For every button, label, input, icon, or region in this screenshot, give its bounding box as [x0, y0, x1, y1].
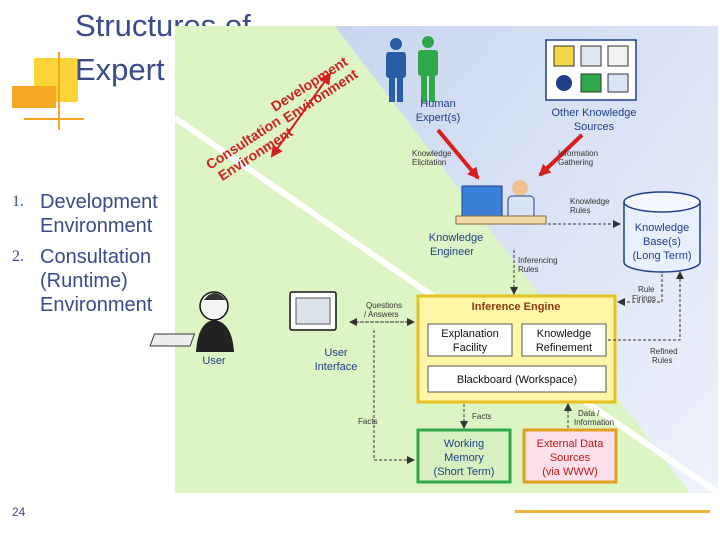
questions-answers-1: Questions: [366, 301, 402, 310]
human-expert-label-1: Human: [420, 98, 455, 110]
bullet-list: 1. Development Environment 2. Consultati…: [4, 190, 158, 324]
knowledge-engineer-icon: [455, 180, 547, 225]
external-data-3: (via WWW): [542, 466, 598, 478]
knowledge-refinement-2: Refinement: [536, 342, 592, 354]
env-arrow-down: [270, 73, 331, 158]
computer-icon: [149, 291, 337, 347]
arrow-elicitation: [436, 128, 480, 180]
arrow-rule-firings: [617, 274, 663, 306]
development-region: [335, 26, 718, 493]
list-item-line: Environment: [40, 294, 153, 316]
list-item: 2. Consultation (Runtime) Environment: [4, 245, 158, 317]
information-gathering-2: Gathering: [558, 158, 593, 167]
knowledge-engineer-label-1: Knowledge: [429, 232, 483, 244]
external-data-1: External Data: [537, 438, 605, 450]
list-item-line: Development: [40, 191, 158, 213]
footer-rule: [515, 510, 710, 513]
working-memory-1: Working: [444, 438, 484, 450]
blackboard-label: Blackboard (Workspace): [457, 374, 577, 386]
user-interface-1: User: [324, 347, 348, 359]
other-sources-label-1: Other Knowledge: [552, 107, 637, 119]
user-interface-2: Interface: [315, 361, 358, 373]
list-number: 2.: [12, 248, 24, 265]
facts-mid-label: Facts: [472, 412, 492, 421]
list-item: 1. Development Environment: [4, 190, 158, 238]
user-icon: [196, 291, 234, 352]
working-memory-box: [416, 428, 512, 484]
knowledge-elicitation-1: Knowledge: [412, 149, 452, 158]
arrow-refined-rules: [608, 271, 684, 341]
knowledge-engineer-label-2: Engineer: [430, 246, 474, 258]
data-information-1: Data /: [578, 409, 600, 418]
data-information-2: Information: [574, 418, 614, 427]
user-label: User: [202, 355, 226, 367]
knowledge-base-label-2: Base(s): [643, 236, 681, 248]
knowledge-base-label-1: Knowledge: [635, 222, 689, 234]
knowledge-rules-2: Rules: [570, 206, 590, 215]
rule-firings-2: Firings: [632, 294, 656, 303]
explanation-facility-2: Facility: [453, 342, 488, 354]
accent-line-vertical: [58, 52, 60, 130]
external-data-box: [522, 428, 618, 484]
questions-answers-2: / Answers: [364, 310, 399, 319]
external-data-2: Sources: [550, 452, 591, 464]
refined-rules-2: Rules: [652, 356, 672, 365]
list-item-line: (Runtime): [40, 270, 128, 292]
knowledge-base-label-3: (Long Term): [632, 250, 691, 262]
working-memory-3: (Short Term): [434, 466, 495, 478]
information-gathering-1: Information: [558, 149, 598, 158]
refined-rules-1: Refined: [650, 347, 678, 356]
inferencing-rules-2: Rules: [518, 265, 538, 274]
other-knowledge-sources-icon: [545, 39, 637, 101]
list-item-line: Environment: [40, 215, 153, 237]
rule-firings-1: Rule: [638, 285, 655, 294]
knowledge-refinement-1: Knowledge: [537, 328, 591, 340]
knowledge-refinement-box: [521, 323, 607, 357]
knowledge-rules-1: Knowledge: [570, 197, 610, 206]
knowledge-base-icon: [623, 191, 701, 273]
page-number: 24: [12, 505, 26, 519]
arrow-facts-left: [373, 330, 415, 464]
accent-line-horizontal: [24, 118, 84, 120]
inferencing-rules-1: Inferencing: [518, 256, 558, 265]
blackboard-box: [427, 365, 607, 393]
facts-left-label: Facts: [358, 417, 378, 426]
human-expert-icon: [386, 36, 438, 102]
arrow-info-gathering: [538, 133, 584, 177]
working-memory-2: Memory: [444, 452, 484, 464]
explanation-facility-box: [427, 323, 513, 357]
list-number: 1.: [12, 193, 24, 210]
human-expert-label-2: Expert(s): [416, 112, 461, 124]
list-item-line: Consultation: [40, 246, 152, 268]
knowledge-elicitation-2: Elicitation: [412, 158, 446, 167]
other-sources-label-2: Sources: [574, 121, 615, 133]
inference-engine-title: Inference Engine: [472, 301, 561, 313]
explanation-facility-1: Explanation: [441, 328, 499, 340]
accent-square-orange: [12, 86, 56, 108]
